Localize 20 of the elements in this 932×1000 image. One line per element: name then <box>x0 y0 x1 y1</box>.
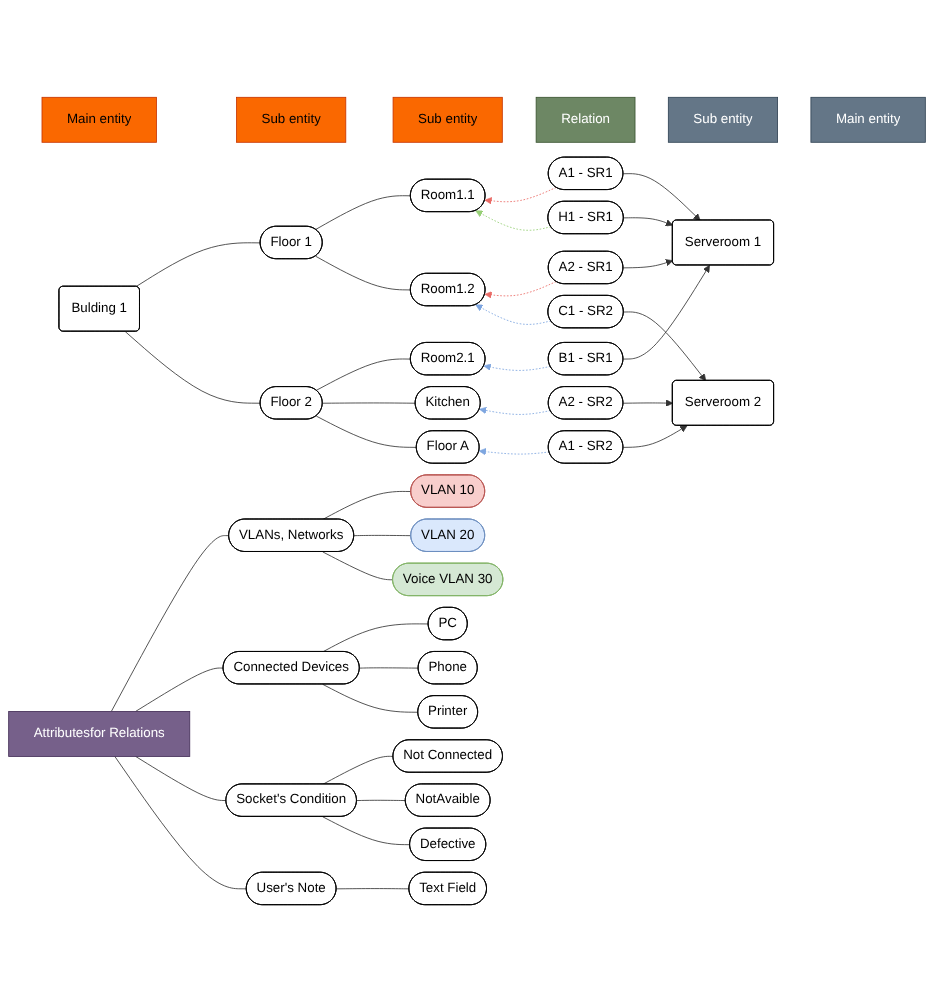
connector <box>321 490 411 519</box>
connector <box>314 414 417 447</box>
connector <box>314 194 411 229</box>
connector <box>321 622 428 652</box>
connector <box>113 755 247 889</box>
connector <box>109 534 229 711</box>
connector <box>134 666 223 711</box>
connector <box>321 815 410 845</box>
connector <box>335 887 409 889</box>
connector <box>134 241 260 287</box>
connector <box>352 534 411 536</box>
connector <box>358 666 418 668</box>
connector <box>134 755 226 800</box>
connector <box>321 550 393 580</box>
connector <box>314 254 411 290</box>
connector <box>355 798 406 800</box>
connector <box>314 357 411 390</box>
connector <box>123 330 260 403</box>
connector <box>321 682 418 712</box>
connector <box>321 401 415 403</box>
